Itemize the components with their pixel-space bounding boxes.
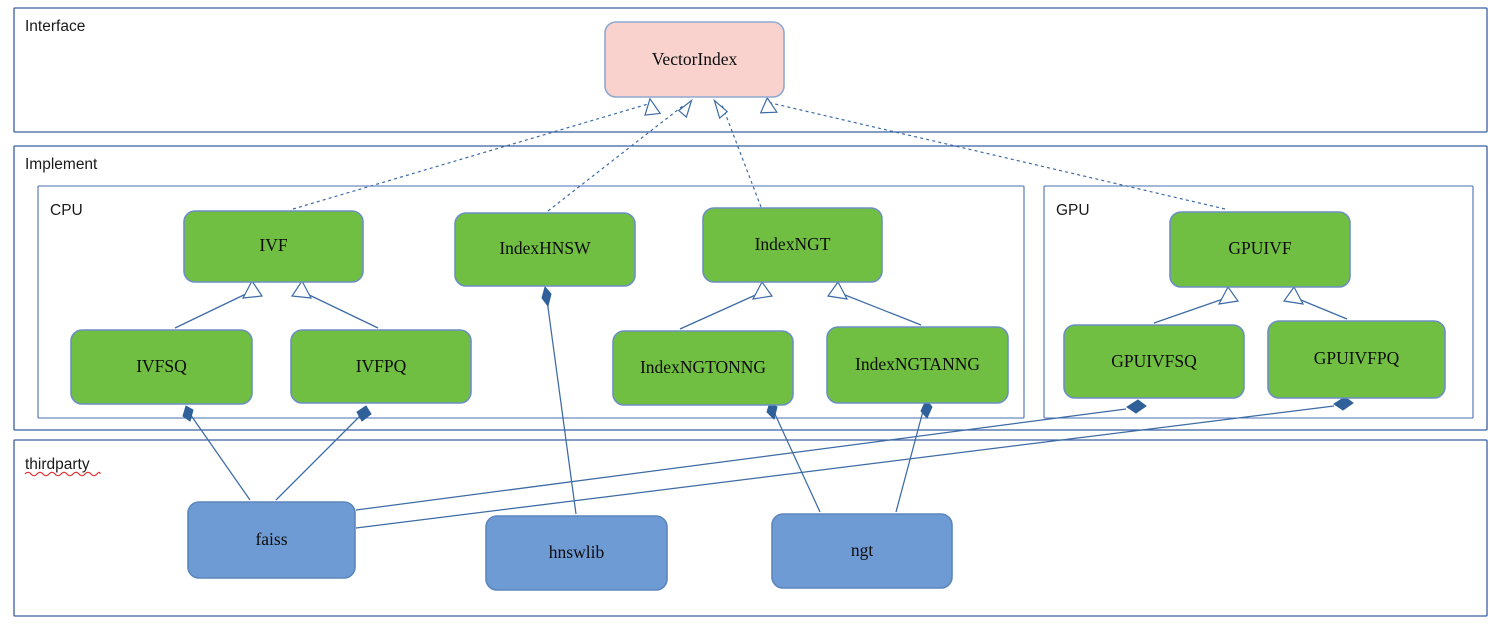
group-thirdparty: thirdparty bbox=[13, 439, 1488, 617]
node-hnswlib-label: hnswlib bbox=[549, 542, 605, 562]
edge-gpuivf-to-vectorindex bbox=[759, 96, 1226, 210]
group-thirdparty-label: thirdparty bbox=[25, 456, 90, 473]
edge-indexhnsw-to-vectorindex bbox=[547, 98, 693, 212]
node-gpuivfpq[interactable]: GPUIVFPQ bbox=[1267, 320, 1446, 399]
edge-faiss-to-gpuivfpq bbox=[355, 396, 1354, 529]
node-ivfsq[interactable]: IVFSQ bbox=[70, 329, 253, 405]
node-gpuivf-label: GPUIVF bbox=[1228, 238, 1291, 258]
group-interface-label: Interface bbox=[25, 18, 85, 35]
node-ivf-rect[interactable] bbox=[183, 210, 364, 283]
group-gpu-label: GPU bbox=[1056, 202, 1090, 219]
node-indexngtonng-rect[interactable] bbox=[612, 330, 794, 406]
node-indexngtonng-label: IndexNGTONNG bbox=[640, 357, 766, 377]
edge-ivfpq-to-ivf bbox=[290, 279, 379, 329]
node-ngt-rect[interactable] bbox=[771, 513, 953, 589]
node-indexngt-label: IndexNGT bbox=[755, 234, 831, 254]
node-ivfpq-rect[interactable] bbox=[290, 329, 472, 404]
node-gpuivf-rect[interactable] bbox=[1169, 211, 1351, 288]
node-indexngtonng[interactable]: IndexNGTONNG bbox=[612, 330, 794, 406]
edge-faiss-to-ivfpq bbox=[275, 405, 372, 501]
edge-ngt-to-indexngtannng bbox=[895, 399, 933, 513]
node-ngt-label: ngt bbox=[851, 540, 874, 560]
node-indexngtannng[interactable]: IndexNGTANNG bbox=[826, 326, 1009, 404]
node-hnswlib-rect[interactable] bbox=[485, 515, 668, 591]
edge-hnswlib-to-indexhnsw bbox=[541, 285, 577, 515]
node-gpuivfsq-rect[interactable] bbox=[1063, 324, 1245, 399]
group-thirdparty-frame bbox=[13, 439, 1488, 617]
edge-ivfsq-to-ivf bbox=[174, 279, 264, 329]
node-gpuivfsq-label: GPUIVFSQ bbox=[1111, 351, 1197, 371]
node-indexhnsw-label: IndexHNSW bbox=[499, 238, 591, 258]
node-indexngtannng-rect[interactable] bbox=[826, 326, 1009, 404]
node-vectorindex-rect[interactable] bbox=[604, 21, 785, 98]
edge-indexngtannng-to-indexngt bbox=[826, 280, 922, 326]
group-implement-label: Implement bbox=[25, 156, 98, 173]
node-ivfpq[interactable]: IVFPQ bbox=[290, 329, 472, 404]
node-faiss-label: faiss bbox=[255, 529, 287, 549]
node-gpuivf[interactable]: GPUIVF bbox=[1169, 211, 1351, 288]
node-faiss[interactable]: faiss bbox=[187, 501, 356, 579]
node-vectorindex[interactable]: VectorIndex bbox=[604, 21, 785, 98]
edge-gpuivfsq-to-gpuivf bbox=[1153, 285, 1240, 324]
node-indexhnsw[interactable]: IndexHNSW bbox=[454, 212, 636, 287]
edge-ivf-to-vectorindex bbox=[292, 97, 662, 210]
node-faiss-rect[interactable] bbox=[187, 501, 356, 579]
node-ivfsq-rect[interactable] bbox=[70, 329, 253, 405]
group-cpu-label: CPU bbox=[50, 202, 83, 219]
node-ivf[interactable]: IVF bbox=[183, 210, 364, 283]
node-ivf-label: IVF bbox=[259, 235, 287, 255]
edge-indexngtonng-to-indexngt bbox=[679, 280, 774, 330]
node-indexngtannng-label: IndexNGTANNG bbox=[855, 354, 980, 374]
node-ivfsq-label: IVFSQ bbox=[136, 356, 187, 376]
node-hnswlib[interactable]: hnswlib bbox=[485, 515, 668, 591]
edge-faiss-to-gpuivfsq bbox=[355, 399, 1147, 511]
edge-faiss-to-ivfsq bbox=[182, 405, 251, 501]
edge-gpuivfpq-to-gpuivf bbox=[1282, 285, 1348, 320]
node-ivfpq-label: IVFPQ bbox=[356, 356, 407, 376]
node-gpuivfsq[interactable]: GPUIVFSQ bbox=[1063, 324, 1245, 399]
node-gpuivfpq-label: GPUIVFPQ bbox=[1314, 348, 1400, 368]
node-vectorindex-label: VectorIndex bbox=[652, 49, 738, 69]
node-indexngt-rect[interactable] bbox=[702, 207, 883, 283]
node-gpuivfpq-rect[interactable] bbox=[1267, 320, 1446, 399]
node-ngt[interactable]: ngt bbox=[771, 513, 953, 589]
node-indexngt[interactable]: IndexNGT bbox=[702, 207, 883, 283]
spellcheck-underline-icon bbox=[24, 471, 101, 477]
node-indexhnsw-rect[interactable] bbox=[454, 212, 636, 287]
edge-indexngt-to-vectorindex bbox=[713, 98, 762, 208]
